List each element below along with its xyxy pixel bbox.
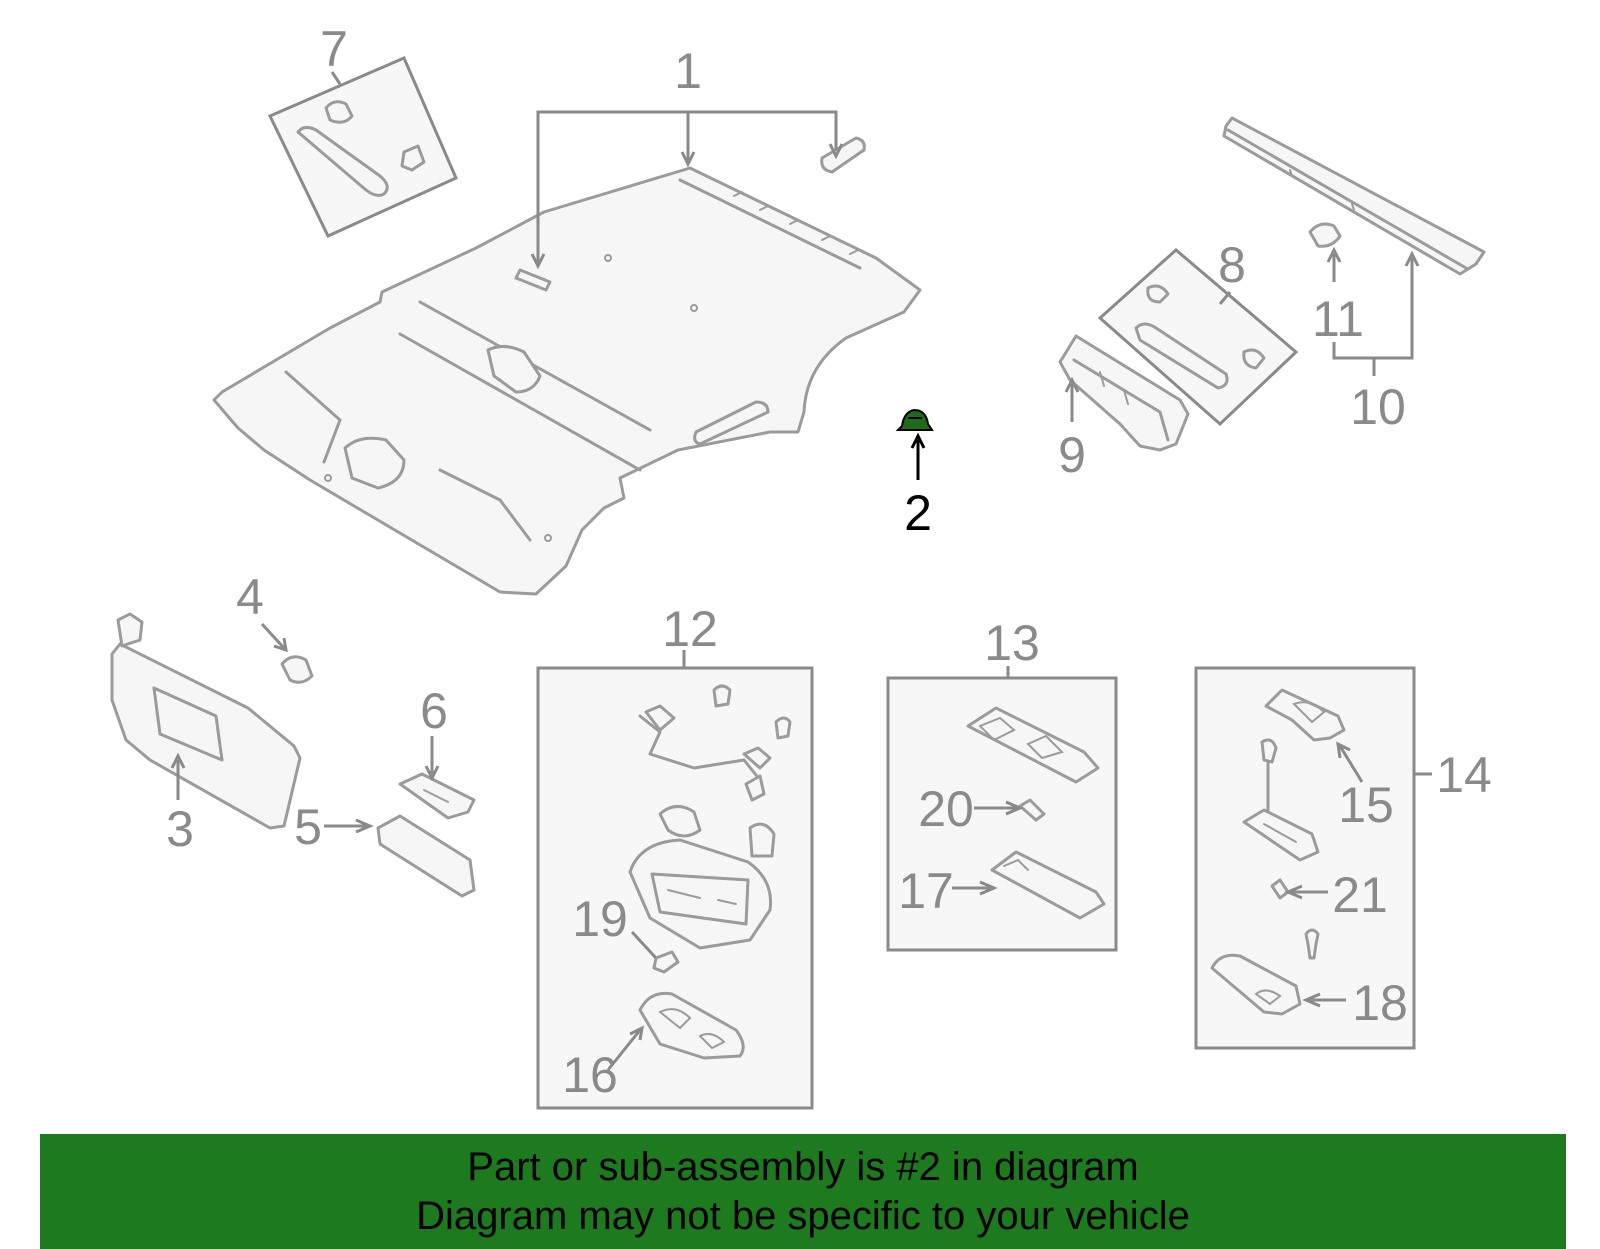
leader-7 — [330, 71, 342, 85]
headliner-trim-strip — [820, 136, 866, 174]
leader-10 — [1332, 250, 1420, 376]
screw-part — [1304, 928, 1320, 960]
leader-20 — [974, 800, 1024, 816]
banner-line-2: Diagram may not be specific to your vehi… — [416, 1193, 1190, 1238]
callout-14: 14 — [1436, 747, 1492, 803]
grab-handle-kit-8 — [1097, 248, 1299, 427]
bracket-part-9 — [1058, 334, 1190, 452]
lamp-lens-part-17 — [990, 850, 1106, 920]
callout-10: 10 — [1350, 379, 1406, 435]
callout-13: 13 — [984, 615, 1040, 671]
callout-3: 3 — [166, 801, 194, 857]
leader-15 — [1336, 741, 1364, 783]
reading-lamp-assembly — [1242, 738, 1320, 862]
leader-6 — [424, 736, 440, 782]
leader-5 — [324, 818, 374, 834]
callout-21: 21 — [1332, 867, 1388, 923]
visor-clip-part-4 — [280, 655, 314, 684]
callout-18: 18 — [1352, 975, 1408, 1031]
callout-12: 12 — [662, 601, 718, 657]
bulb-part-20 — [1018, 798, 1046, 822]
info-banner: Part or sub-assembly is #2 in diagram Di… — [40, 1134, 1566, 1249]
lamp-lens-part-16 — [638, 991, 745, 1060]
grab-handle-kit-7 — [267, 56, 458, 238]
bulb-part-19 — [652, 950, 680, 974]
callout-9: 9 — [1058, 427, 1086, 483]
callout-16: 16 — [562, 1047, 618, 1103]
leader-4 — [260, 622, 288, 653]
callout-2: 2 — [904, 485, 932, 541]
banner-line-1: Part or sub-assembly is #2 in diagram — [467, 1144, 1139, 1189]
callout-17: 17 — [898, 863, 954, 919]
wiring-harness — [638, 684, 792, 802]
map-lamp-assembly — [966, 706, 1100, 784]
callout-8: 8 — [1218, 237, 1246, 293]
lamp-lens-part-18 — [1210, 953, 1302, 1016]
callout-15: 15 — [1338, 777, 1394, 833]
headliner-clip — [514, 268, 552, 292]
callout-5: 5 — [294, 799, 322, 855]
leader-16 — [606, 1025, 644, 1071]
leader-3 — [170, 752, 186, 800]
leader-9 — [1064, 376, 1080, 422]
callout-1: 1 — [674, 43, 702, 99]
bracket-part-6 — [398, 772, 476, 820]
callout-7: 7 — [320, 21, 348, 77]
callout-4: 4 — [236, 569, 264, 625]
leader-21 — [1284, 884, 1328, 900]
leader-17 — [952, 880, 998, 896]
leader-1 — [530, 110, 844, 270]
leader-18 — [1302, 992, 1346, 1008]
lamp-housing-part-15 — [1264, 688, 1346, 742]
mirror-part-5 — [376, 814, 476, 898]
callout-6: 6 — [420, 683, 448, 739]
callout-20: 20 — [918, 781, 974, 837]
leader-8 — [1218, 291, 1232, 305]
retainer-clip-part-2 — [895, 408, 934, 431]
roof-rail-part-10 — [1222, 116, 1486, 276]
leader-2 — [910, 432, 926, 480]
callout-11: 11 — [1312, 291, 1364, 347]
headliner-part — [212, 166, 922, 596]
leader-19 — [630, 930, 658, 960]
leader-11 — [1326, 246, 1342, 282]
overhead-console-lamp — [628, 805, 776, 950]
callout-19: 19 — [572, 891, 628, 947]
clip-part-11 — [1308, 222, 1342, 248]
sun-visor-part-3 — [110, 612, 302, 830]
